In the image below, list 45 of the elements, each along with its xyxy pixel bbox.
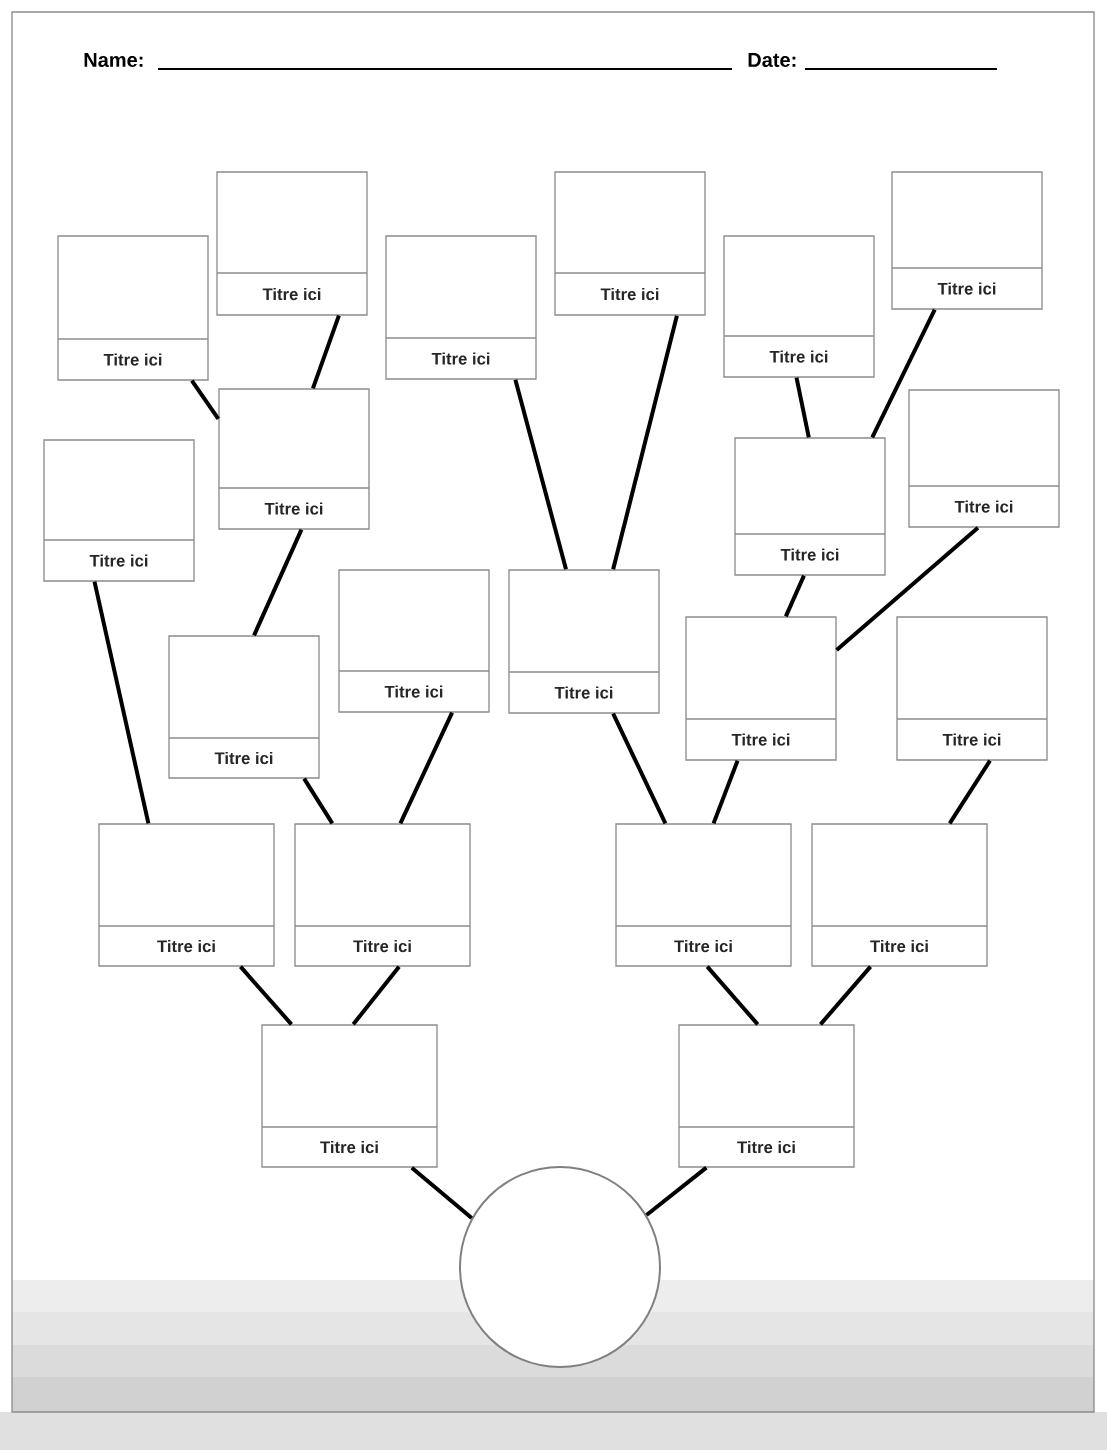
picture-frame: Titre ici — [891, 171, 1043, 310]
picture-frame: Titre ici — [896, 616, 1048, 761]
circle — [459, 1166, 661, 1368]
connector-line — [92, 581, 151, 824]
connector-line — [513, 379, 568, 570]
picture-frame: Titre ici — [508, 569, 660, 714]
connector-line — [302, 777, 334, 825]
connector-line — [398, 711, 454, 825]
connector-line — [190, 379, 220, 420]
form-label: Date: — [748, 53, 796, 67]
picture-frame: Titre ici — [685, 616, 837, 761]
picture-frame: Titre ici — [43, 439, 195, 582]
picture-frame: Titre ici — [218, 388, 370, 530]
picture-frame: Titre ici — [678, 1024, 855, 1168]
picture-frame: Titre ici — [294, 823, 471, 967]
picture-frame: Titre ici — [811, 823, 988, 967]
picture-frame: Titre ici — [57, 235, 209, 381]
connector-line — [645, 1166, 708, 1217]
connector-line — [835, 526, 980, 652]
connector-line — [784, 574, 806, 618]
picture-frame: Titre ici — [554, 171, 706, 316]
connector-line — [311, 315, 341, 390]
picture-frame: Titre ici — [98, 823, 275, 967]
form-label: Name: — [84, 53, 143, 67]
connector-line — [611, 315, 679, 570]
connector-line — [611, 712, 668, 825]
connector-line — [410, 1166, 473, 1220]
picture-frame: Titre ici — [615, 823, 792, 967]
picture-frame: Titre ici — [723, 235, 875, 378]
picture-frame: Titre ici — [261, 1024, 438, 1168]
connector-line — [351, 965, 401, 1026]
connector-line — [239, 965, 293, 1026]
connector-line — [948, 759, 992, 825]
connector-line — [711, 759, 740, 825]
picture-frame: Titre ici — [168, 635, 320, 779]
connector-line — [705, 965, 760, 1026]
connector-line — [819, 965, 873, 1026]
picture-frame: Titre ici — [338, 569, 490, 713]
connector-line — [870, 308, 937, 439]
picture-frame: Titre ici — [908, 389, 1060, 528]
connector-line — [252, 528, 304, 637]
picture-frame: Titre ici — [734, 437, 886, 576]
connector-line — [794, 377, 811, 438]
picture-frame: Titre ici — [216, 171, 368, 316]
picture-frame: Titre ici — [385, 235, 537, 380]
